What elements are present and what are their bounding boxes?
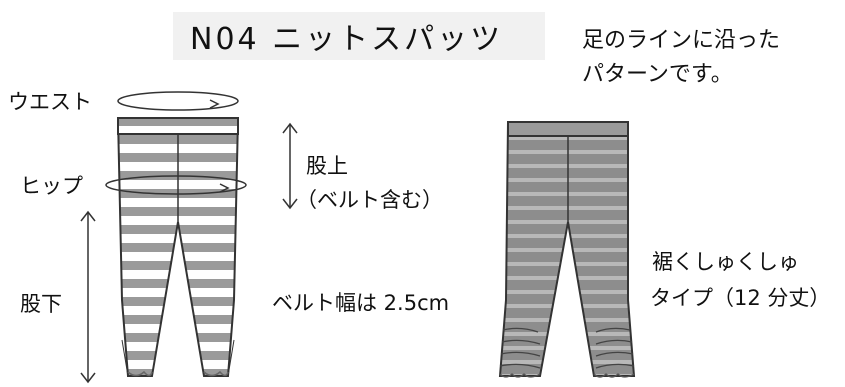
description-line-2: パターンです。 <box>582 62 733 87</box>
length-type-label: タイプ（12 分丈） <box>650 286 831 310</box>
description-text: 足のラインに沿った パターンです。 <box>582 24 780 92</box>
inseam-arrow <box>80 210 96 384</box>
leggings-striped-waistband <box>117 117 239 135</box>
rise-note-label: （ベルト含む） <box>296 188 443 212</box>
leggings-gathered <box>498 121 636 378</box>
leggings-striped <box>116 117 240 377</box>
rise-label: 股上 <box>306 154 348 178</box>
leggings-gathered-waistband <box>507 121 629 137</box>
title-background <box>173 12 545 60</box>
waist-measure-ellipse <box>117 91 239 111</box>
description-line-1: 足のラインに沿った <box>582 28 781 53</box>
rise-arrow <box>282 122 298 210</box>
leggings-gathered-body <box>498 121 636 377</box>
hip-measure-ellipse <box>105 175 247 195</box>
inseam-label: 股下 <box>20 292 62 316</box>
product-title: N04 ニットスパッツ <box>190 22 504 57</box>
hem-style-label: 裾くしゅくしゅ <box>652 250 799 274</box>
leggings-striped-body <box>116 117 240 377</box>
waist-label: ウエスト <box>8 90 92 114</box>
hip-label: ヒップ <box>20 174 83 198</box>
belt-width-label: ベルト幅は 2.5cm <box>272 291 450 315</box>
